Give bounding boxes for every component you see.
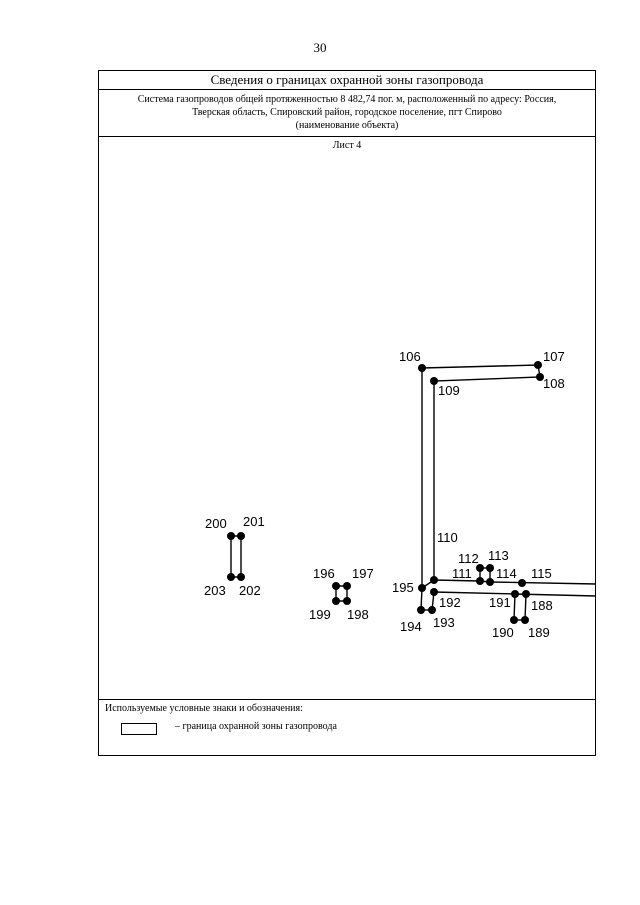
point-label-193: 193: [433, 615, 455, 630]
legend-divider: [99, 699, 595, 700]
document-title: Сведения о границах охранной зоны газопр…: [99, 71, 595, 90]
point-label-192: 192: [439, 595, 461, 610]
point-marker-115: [518, 579, 526, 587]
point-marker-191: [511, 590, 519, 598]
point-label-203: 203: [204, 583, 226, 598]
point-marker-195: [418, 584, 426, 592]
point-label-108: 108: [543, 376, 565, 391]
boundary-188-189: [524, 593, 527, 621]
object-description: Система газопроводов общей протяженность…: [99, 89, 595, 137]
point-marker-189: [521, 616, 529, 624]
point-marker-194: [417, 606, 425, 614]
point-marker-108: [536, 373, 544, 381]
point-label-191: 191: [489, 595, 511, 610]
point-marker-114: [486, 578, 494, 586]
point-marker-192: [430, 588, 438, 596]
boundary-points: [227, 361, 544, 624]
point-label-200: 200: [205, 516, 227, 531]
point-marker-109: [430, 377, 438, 385]
point-marker-193: [428, 606, 436, 614]
point-label-202: 202: [239, 583, 261, 598]
sheet-label: Лист 4: [332, 140, 362, 151]
point-label-109: 109: [438, 383, 460, 398]
point-label-112: 112: [458, 551, 479, 566]
point-label-113: 113: [488, 548, 509, 563]
page-number: 30: [313, 40, 327, 55]
boundary-191-190: [513, 593, 516, 621]
object-line-1: Система газопроводов общей протяженность…: [137, 94, 557, 105]
legend-title: Используемые условные знаки и обозначени…: [105, 703, 303, 714]
boundary-200-203: [230, 535, 242, 578]
point-marker-113: [486, 564, 494, 572]
point-marker-190: [510, 616, 518, 624]
point-label-201: 201: [243, 514, 265, 529]
point-label-197: 197: [352, 566, 374, 581]
point-marker-197: [343, 582, 351, 590]
point-label-107: 107: [543, 349, 565, 364]
point-marker-198: [343, 597, 351, 605]
point-label-190: 190: [492, 625, 514, 640]
point-marker-202: [237, 573, 245, 581]
point-marker-196: [332, 582, 340, 590]
point-label-188: 188: [531, 598, 553, 613]
point-marker-200: [227, 532, 235, 540]
document-frame: Сведения о границах охранной зоны газопр…: [98, 70, 596, 756]
point-marker-107: [534, 361, 542, 369]
point-label-194: 194: [400, 619, 422, 634]
point-marker-112: [476, 564, 484, 572]
legend-boundary-label: – граница охранной зоны газопровода: [175, 721, 337, 732]
point-label-199: 199: [309, 607, 331, 622]
point-label-106: 106: [399, 349, 421, 364]
point-marker-110: [430, 576, 438, 584]
boundary-east-upper: [433, 579, 597, 585]
point-labels: 106 107 108 109 110 111 112 113 114 115 …: [204, 349, 565, 640]
point-label-114: 114: [496, 566, 517, 581]
point-label-198: 198: [347, 607, 369, 622]
point-label-189: 189: [528, 625, 550, 640]
point-marker-201: [237, 532, 245, 540]
point-marker-106: [418, 364, 426, 372]
point-marker-199: [332, 597, 340, 605]
object-caption: (наименование объекта): [295, 120, 399, 131]
point-label-115: 115: [531, 566, 552, 581]
point-marker-203: [227, 573, 235, 581]
object-line-2: Тверская область, Спировский район, горо…: [192, 107, 502, 118]
point-label-111: 111: [452, 566, 472, 581]
point-marker-188: [522, 590, 530, 598]
legend-boundary-swatch: [121, 723, 157, 735]
point-label-195: 195: [392, 580, 414, 595]
point-marker-111: [476, 577, 484, 585]
point-label-110: 110: [437, 530, 458, 545]
point-label-196: 196: [313, 566, 335, 581]
